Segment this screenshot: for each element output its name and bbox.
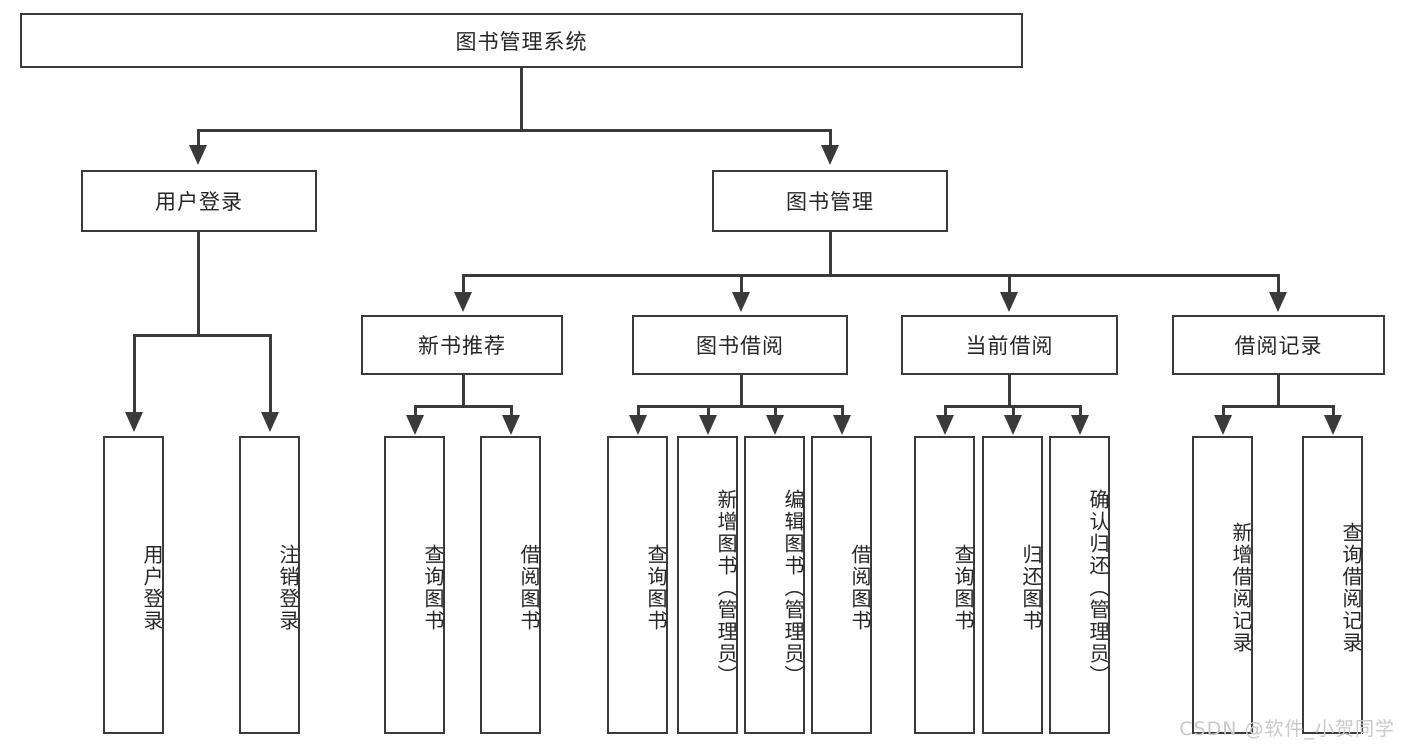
arrowhead-book-management-to-current-borrow <box>1000 292 1018 312</box>
node-label: 借阅记录 <box>1234 334 1323 358</box>
node-leaf-query-book-current[interactable]: 查询图书 <box>914 436 975 734</box>
node-label: 借阅图书 <box>848 544 872 632</box>
node-leaf-user-login[interactable]: 用户登录 <box>103 436 164 734</box>
edge-book-borrow-to-leaf-3 <box>774 405 777 419</box>
arrowhead-user-login-to-leaf-2 <box>261 412 279 432</box>
edge-book-borrow-to-leaf-2 <box>707 405 710 419</box>
edge-borrow-record-to-leaf-2 <box>1332 405 1335 419</box>
edge-root-bus <box>197 129 831 132</box>
arrowhead-borrow-record-to-leaf-2 <box>1324 415 1342 435</box>
edge-borrow-record-stem <box>1277 375 1280 407</box>
node-label: 查询借阅记录 <box>1339 522 1363 654</box>
node-label: 编辑图书（管理员） <box>781 489 805 687</box>
node-label: 归还图书 <box>1019 544 1043 632</box>
node-label: 图书借阅 <box>696 334 784 358</box>
arrowhead-new-book-to-leaf-2 <box>502 415 520 435</box>
edge-root-stem <box>520 68 523 130</box>
arrowhead-root-to-book-management <box>821 145 839 165</box>
node-label: 确认归还（管理员） <box>1086 489 1110 687</box>
arrowhead-current-borrow-to-leaf-3 <box>1071 415 1089 435</box>
edge-user-login-stem <box>197 232 200 335</box>
edge-book-borrow-to-leaf-4 <box>841 405 844 419</box>
edge-root-to-user-login <box>197 129 200 149</box>
edge-borrow-record-to-leaf-1 <box>1222 405 1225 419</box>
edge-book-management-bus <box>462 274 1280 277</box>
edge-borrow-record-bus <box>1222 405 1335 408</box>
node-leaf-add-book-admin[interactable]: 新增图书（管理员） <box>677 436 738 734</box>
edge-book-management-to-new-book <box>462 274 465 296</box>
node-leaf-confirm-return-admin[interactable]: 确认归还（管理员） <box>1049 436 1110 734</box>
arrowhead-current-borrow-to-leaf-2 <box>1004 415 1022 435</box>
node-leaf-borrow-book[interactable]: 借阅图书 <box>811 436 872 734</box>
node-leaf-logout[interactable]: 注销登录 <box>239 436 300 734</box>
edge-book-borrow-to-leaf-1 <box>637 405 640 419</box>
node-leaf-query-borrow-record[interactable]: 查询借阅记录 <box>1302 436 1363 734</box>
arrowhead-book-borrow-to-leaf-3 <box>766 415 784 435</box>
node-leaf-return-book[interactable]: 归还图书 <box>982 436 1043 734</box>
node-borrow-record[interactable]: 借阅记录 <box>1172 315 1385 375</box>
edge-new-book-to-leaf-1 <box>414 405 417 419</box>
edge-current-borrow-to-leaf-3 <box>1079 405 1082 419</box>
node-label: 查询图书 <box>951 544 975 632</box>
arrowhead-root-to-user-login <box>189 145 207 165</box>
edge-user-login-to-leaf-2 <box>269 334 272 416</box>
edge-user-login-bus <box>133 334 271 337</box>
node-label: 查询图书 <box>644 544 668 632</box>
edge-book-management-stem <box>829 232 832 276</box>
arrowhead-current-borrow-to-leaf-1 <box>936 415 954 435</box>
node-leaf-edit-book-admin[interactable]: 编辑图书（管理员） <box>744 436 805 734</box>
node-label: 查询图书 <box>421 544 445 632</box>
node-label: 借阅图书 <box>517 544 541 632</box>
node-label: 图书管理 <box>786 190 874 214</box>
edge-current-borrow-to-leaf-2 <box>1012 405 1015 419</box>
node-leaf-query-book-borrow[interactable]: 查询图书 <box>607 436 668 734</box>
node-leaf-borrow-book-recommend[interactable]: 借阅图书 <box>480 436 541 734</box>
edge-book-management-to-current-borrow <box>1008 274 1011 296</box>
edge-new-book-stem <box>462 375 465 407</box>
edge-current-borrow-to-leaf-1 <box>944 405 947 419</box>
edge-root-to-book-management <box>829 129 832 149</box>
arrowhead-book-management-to-new-book <box>454 292 472 312</box>
node-book-borrow[interactable]: 图书借阅 <box>632 315 848 375</box>
node-new-book-recommend[interactable]: 新书推荐 <box>361 315 563 375</box>
node-label: 用户登录 <box>140 544 164 632</box>
edge-user-login-to-leaf-1 <box>133 334 136 416</box>
node-label: 新书推荐 <box>418 334 506 358</box>
node-root-book-management-system[interactable]: 图书管理系统 <box>20 13 1023 68</box>
edge-book-borrow-bus <box>637 405 844 408</box>
node-label: 新增借阅记录 <box>1229 522 1253 654</box>
node-current-borrow[interactable]: 当前借阅 <box>901 315 1118 375</box>
node-user-login[interactable]: 用户登录 <box>81 170 317 232</box>
arrowhead-new-book-to-leaf-1 <box>406 415 424 435</box>
arrowhead-book-borrow-to-leaf-1 <box>629 415 647 435</box>
arrowhead-user-login-to-leaf-1 <box>125 412 143 432</box>
edge-new-book-to-leaf-2 <box>510 405 513 419</box>
node-label: 注销登录 <box>276 544 300 632</box>
node-leaf-query-book-recommend[interactable]: 查询图书 <box>384 436 445 734</box>
arrowhead-book-management-to-borrow-record <box>1269 292 1287 312</box>
arrowhead-book-borrow-to-leaf-4 <box>833 415 851 435</box>
node-label: 新增图书（管理员） <box>714 489 738 687</box>
edge-current-borrow-stem <box>1008 375 1011 407</box>
arrowhead-borrow-record-to-leaf-1 <box>1214 415 1232 435</box>
node-book-management[interactable]: 图书管理 <box>712 170 948 232</box>
node-leaf-add-borrow-record[interactable]: 新增借阅记录 <box>1192 436 1253 734</box>
edge-book-management-to-borrow-record <box>1277 274 1280 296</box>
node-label: 用户登录 <box>155 190 243 214</box>
arrowhead-book-management-to-book-borrow <box>732 292 750 312</box>
node-label: 当前借阅 <box>965 334 1054 358</box>
arrowhead-book-borrow-to-leaf-2 <box>699 415 717 435</box>
watermark-text: CSDN @软件_小贺同学 <box>1179 718 1395 740</box>
edge-new-book-bus <box>414 405 512 408</box>
edge-book-borrow-stem <box>740 375 743 407</box>
node-label: 图书管理系统 <box>455 29 588 54</box>
edge-book-management-to-book-borrow <box>740 274 743 296</box>
